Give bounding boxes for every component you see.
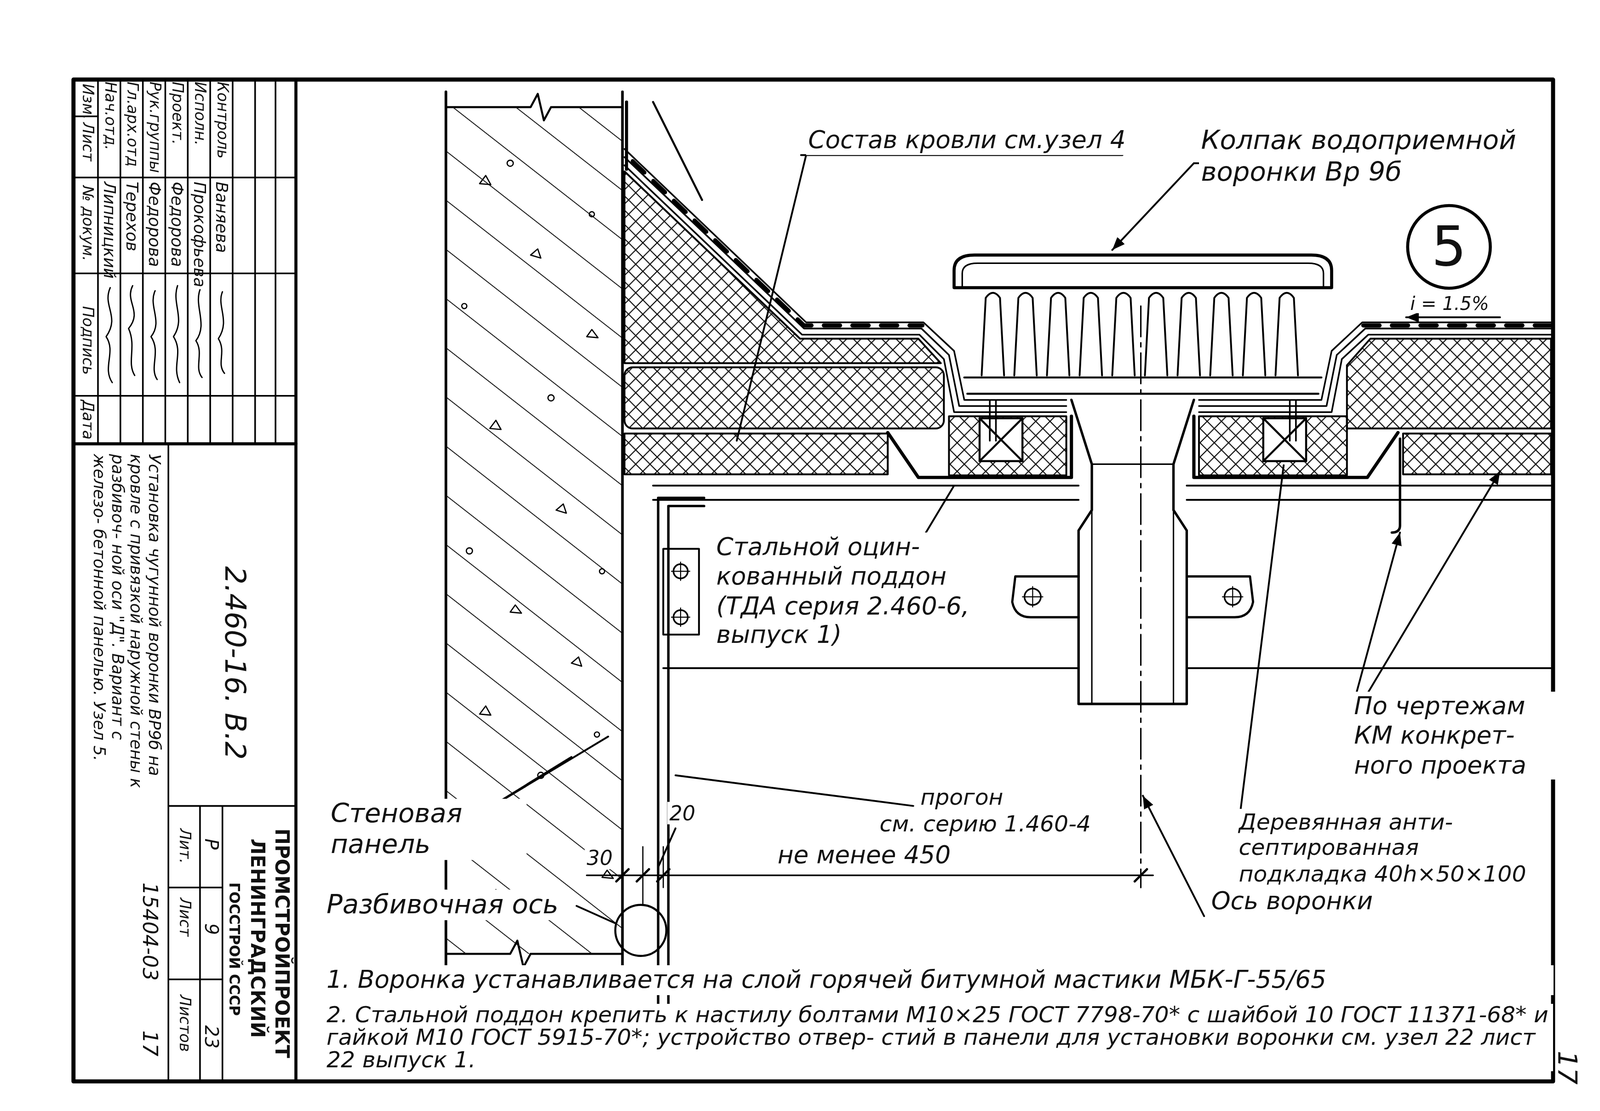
stamp-text: Лит. [175, 828, 193, 864]
stamp-text: Липницкий [99, 181, 119, 279]
stamp-text: Гл.арх.отд [123, 81, 141, 167]
slope-label: i = 1.5% [1408, 294, 1492, 314]
callout-label: Состав кровли см.узел 4 [806, 126, 1128, 155]
stamp-text: 9 [200, 923, 222, 935]
stamp-text: Нач.отд. [100, 81, 119, 150]
archive-number: 17 [137, 1030, 162, 1057]
callout-label: Деревянная анти- септированная подкладка… [1236, 808, 1548, 887]
stamp-text: Р [200, 838, 222, 850]
dimension-label: 30 [584, 846, 615, 870]
callout-label: прогон [918, 785, 1006, 811]
callout-circle: 5 [1405, 204, 1492, 290]
designation-code: 2.460-16. В.2 [217, 566, 251, 760]
callout-label: Стеновая панель [328, 798, 527, 861]
stamp-text: Листов [175, 994, 193, 1052]
stamp-text: Контроль [212, 81, 231, 159]
stamp-text: Ваняева [212, 181, 231, 253]
dimension-label: 20 [667, 802, 698, 825]
sheet-number: 17 [1551, 1050, 1582, 1085]
stamp-text: Федорова [144, 181, 164, 268]
stamp-text: Федорова [166, 181, 186, 268]
stamp-text: Проект. [168, 81, 186, 145]
stamp-text: Подпись [78, 306, 96, 376]
stamp-text: Дата [78, 400, 96, 440]
stamp-text: 23 [200, 1025, 222, 1050]
note-text: 2. Стальной поддон крепить к настилу бол… [324, 1003, 1554, 1072]
stamp-title: Установка чугунной воронки ВР9б на кровл… [90, 453, 164, 801]
stamp-text: № докум. [78, 185, 96, 262]
callout-label: Разбивочная ось [324, 889, 561, 921]
callout-label: Стальной оцин- кованный поддон (ТДА сери… [714, 532, 1004, 651]
org-name: ПРОМСТРОЙПРОЕКТ [270, 828, 293, 1059]
callout-label: см. серию 1.460-4 [877, 812, 1093, 838]
org-name: ЛЕНИНГРАДСКИЙ [246, 838, 269, 1039]
callout-label: По чертежам КМ конкрет- ного проекта [1352, 691, 1561, 780]
callout-label: Ось воронки [1209, 887, 1375, 916]
stamp-text: Терехов [121, 181, 141, 252]
dimension-label: не менее 450 [775, 842, 953, 869]
stamp-text: Прокофьева [189, 181, 209, 288]
stamp-text: Изм. [78, 83, 96, 120]
stamp-text: Исполн. [190, 81, 208, 146]
org-name: ГОССТРОЙ СССР [226, 882, 243, 1016]
stamp-text: Лист [78, 122, 96, 161]
callout-label: Колпак водоприемной воронки Вр 9б [1198, 124, 1550, 189]
callout-number: 5 [1431, 219, 1467, 275]
stamp-text: Лист [175, 897, 193, 937]
archive-number: 15404-03 [137, 882, 162, 981]
note-text: 1. Воронка устанавливается на слой горяч… [324, 965, 1554, 995]
stamp-text: Рук.группы [145, 81, 164, 173]
